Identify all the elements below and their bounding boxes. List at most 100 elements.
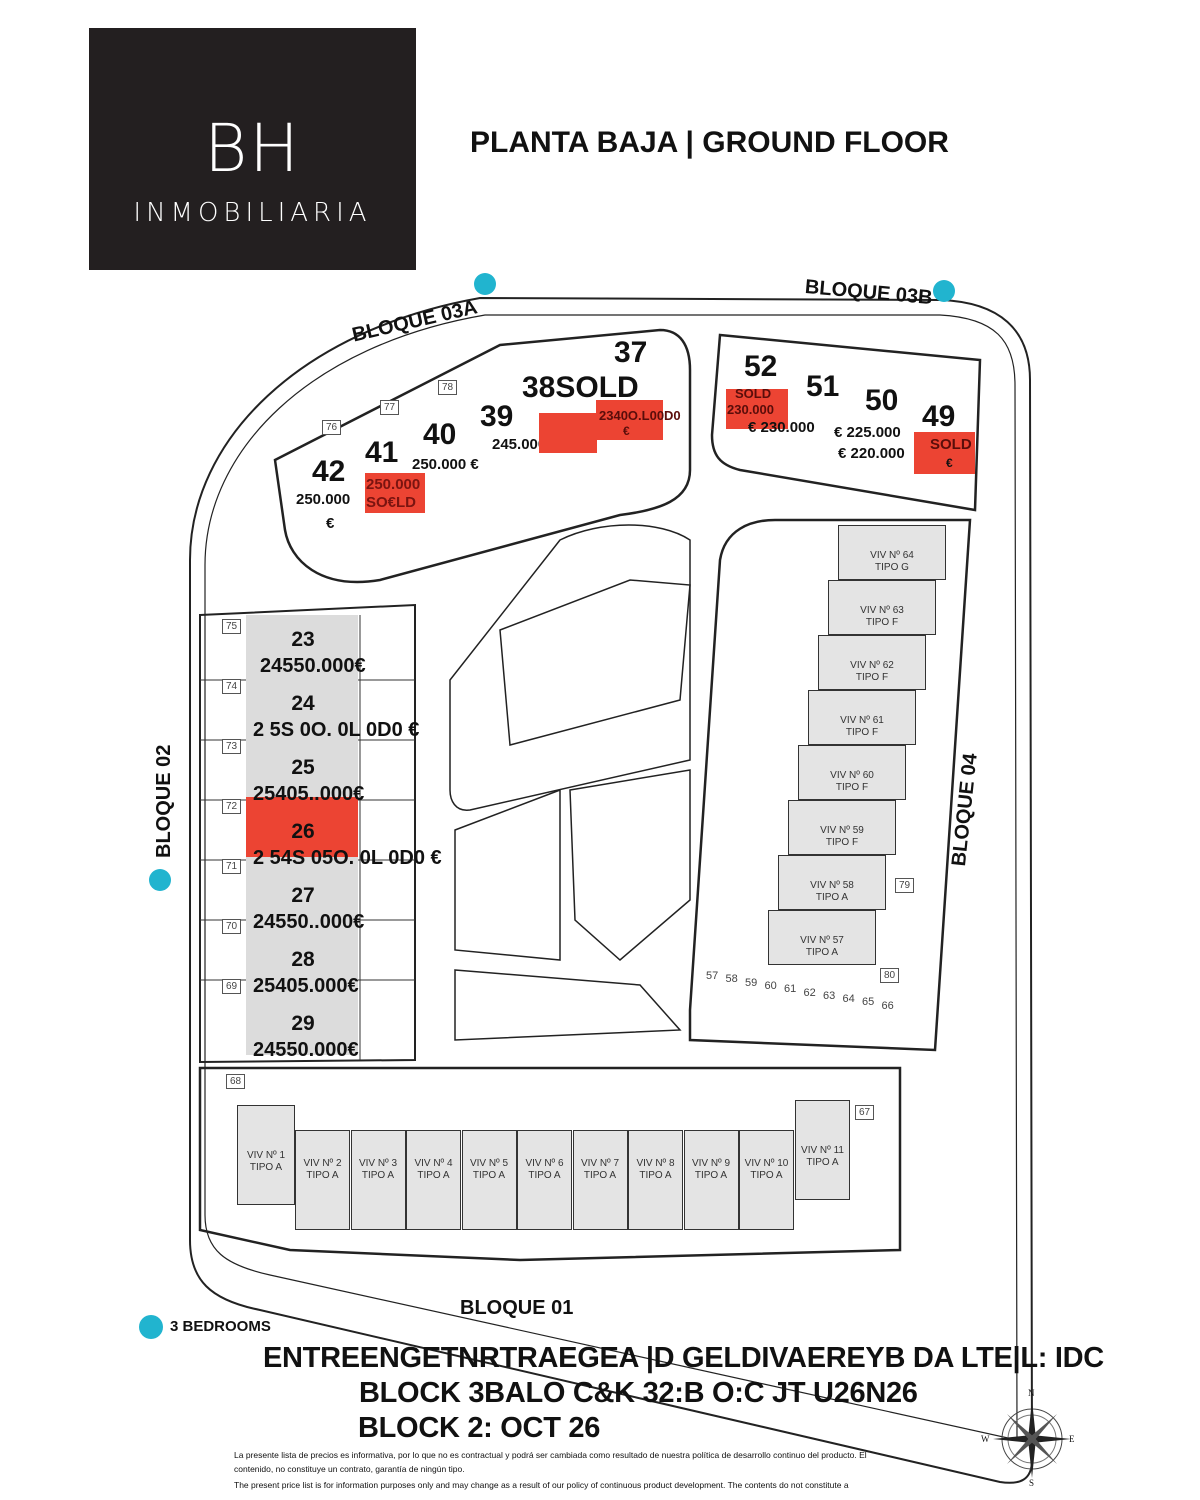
block-01-unit-name: VIV Nº 2	[303, 1158, 342, 1169]
parking-76: 76	[322, 420, 342, 435]
compass-w: W	[981, 1434, 990, 1444]
block-04-outline	[688, 518, 972, 1052]
block-04-unit-name: VIV Nº 59	[820, 825, 864, 836]
unit-41-price: 250.000	[366, 476, 421, 493]
unit-39-price: 245.000	[492, 436, 547, 453]
parking-68: 68	[226, 1074, 246, 1089]
block-02-unit-number: 27	[291, 884, 315, 907]
block-04-unit-type: TIPO A	[805, 947, 839, 958]
unit-41-number: 41	[365, 436, 399, 469]
delivery-line-3: BLOCK 2: OCT 26	[358, 1412, 601, 1444]
block-02-unit-price: 24550..000€	[253, 911, 365, 933]
sold-marker	[246, 797, 358, 857]
block-01-unit-name: VIV Nº 1	[246, 1150, 286, 1161]
parking-78: 78	[438, 380, 458, 395]
compass-e: E	[1069, 1434, 1075, 1444]
block-01-unit	[795, 1100, 850, 1200]
block-01-unit	[406, 1130, 461, 1230]
unit-51-number: 51	[806, 370, 840, 403]
block-03b-outline	[710, 333, 982, 512]
block-04-unit-name: VIV Nº 63	[860, 605, 904, 616]
block-01-unit	[295, 1130, 350, 1230]
block-01-unit-type: TIPO A	[306, 1170, 339, 1181]
block-01-outline	[198, 1066, 902, 1262]
block-02-unit-number: 25	[291, 756, 315, 779]
block-01-unit	[683, 1130, 739, 1230]
inner-boundary	[204, 314, 1018, 1441]
block-04-unit-type: TIPO F	[845, 727, 879, 738]
label-bloque-01: BLOQUE 01	[460, 1297, 574, 1319]
three-bedroom-marker	[933, 280, 955, 302]
block-01-unit-name: VIV Nº 8	[636, 1158, 675, 1169]
block-02-unit-number: 23	[291, 628, 315, 651]
block-02-outline	[199, 603, 416, 1064]
unit-52-number: 52	[744, 350, 778, 383]
parking-space: 59	[745, 976, 758, 989]
block-04-unit-name: VIV Nº 60	[830, 770, 874, 781]
compass-n: N	[1028, 1388, 1035, 1398]
block-04-unit	[838, 525, 946, 580]
unit-49-status: SOLD	[930, 436, 972, 453]
unit-50-number: 50	[865, 384, 899, 417]
parking-space: 75	[222, 619, 242, 634]
block-01-unit	[517, 1130, 572, 1230]
block-01-unit	[628, 1130, 683, 1230]
logo-mark: BH	[204, 110, 301, 187]
unit-40-price: 250.000 €	[412, 456, 479, 473]
parking-space: 62	[803, 986, 816, 999]
block-04-unit-type: TIPO F	[825, 837, 859, 848]
block-04-unit	[828, 580, 936, 635]
parking-space: 65	[862, 996, 875, 1009]
sold-marker	[726, 389, 788, 429]
parking-space: 73	[222, 739, 242, 754]
parking-space: 66	[881, 999, 894, 1012]
block-01-unit-type: TIPO A	[249, 1162, 283, 1173]
block-02-unit-number: 29	[291, 1012, 315, 1035]
block-01-unit-name: VIV Nº 6	[525, 1158, 564, 1169]
block-02-unit-number: 26	[291, 820, 315, 843]
block-04-unit-name: VIV Nº 57	[800, 935, 844, 946]
unit-42-price: 250.000	[296, 491, 351, 508]
compass-rose-icon: N S E W	[981, 1388, 1080, 1488]
parking-space: 63	[823, 989, 836, 1002]
disclaimer-es-1: La presente lista de precios es informat…	[234, 1450, 867, 1460]
block-04-unit	[818, 635, 926, 690]
block-04-unit	[788, 800, 896, 855]
block-01-unit-name: VIV Nº 11	[801, 1145, 844, 1156]
parking-space: 72	[222, 799, 242, 814]
block-04-unit-name: VIV Nº 64	[870, 550, 914, 561]
logo-name: INMOBILIARIA	[133, 198, 372, 228]
unit-37-price: 2340O.L00D0	[599, 408, 681, 423]
unit-51-price: € 225.000	[834, 424, 901, 441]
unit-52-price: 230.000	[727, 402, 774, 417]
block-04-unit	[808, 690, 916, 745]
parking-79: 79	[895, 878, 915, 893]
block-01-unit-type: TIPO A	[417, 1170, 450, 1181]
legend-three-bedrooms-label: 3 BEDROOMS	[170, 1318, 271, 1335]
three-bedroom-marker	[474, 273, 496, 295]
block-04-unit	[778, 855, 886, 910]
unit-42-number: 42	[312, 455, 346, 488]
block-02-unit-price: 25405..000€	[253, 783, 365, 805]
block-04-unit-type: TIPO F	[835, 782, 869, 793]
unit-49-currency: €	[946, 456, 953, 470]
block-04-unit	[768, 910, 876, 965]
parking-space: 74	[222, 679, 242, 694]
unit-40-number: 40	[423, 418, 457, 451]
garden-lower-mid	[569, 769, 691, 961]
unit-37-number: 37	[614, 336, 648, 369]
block-01-unit-name: VIV Nº 5	[469, 1158, 509, 1169]
unit-38-number: 38SOLD	[522, 371, 639, 404]
unit-42-currency: €	[326, 515, 335, 532]
legend-three-bedrooms-dot	[139, 1315, 163, 1339]
parking-67: 67	[855, 1105, 875, 1120]
block-01-unit-name: VIV Nº 4	[414, 1158, 453, 1169]
parking-80: 80	[880, 968, 900, 983]
block-04-unit-name: VIV Nº 58	[810, 880, 854, 891]
parking-space: 71	[222, 859, 242, 874]
block-04-unit-type: TIPO F	[855, 672, 889, 683]
block-04-unit-name: VIV Nº 62	[850, 660, 894, 671]
block-02-unit-price: 24550.000€	[260, 655, 366, 677]
block-01-unit	[572, 1130, 628, 1230]
pool	[499, 579, 691, 746]
